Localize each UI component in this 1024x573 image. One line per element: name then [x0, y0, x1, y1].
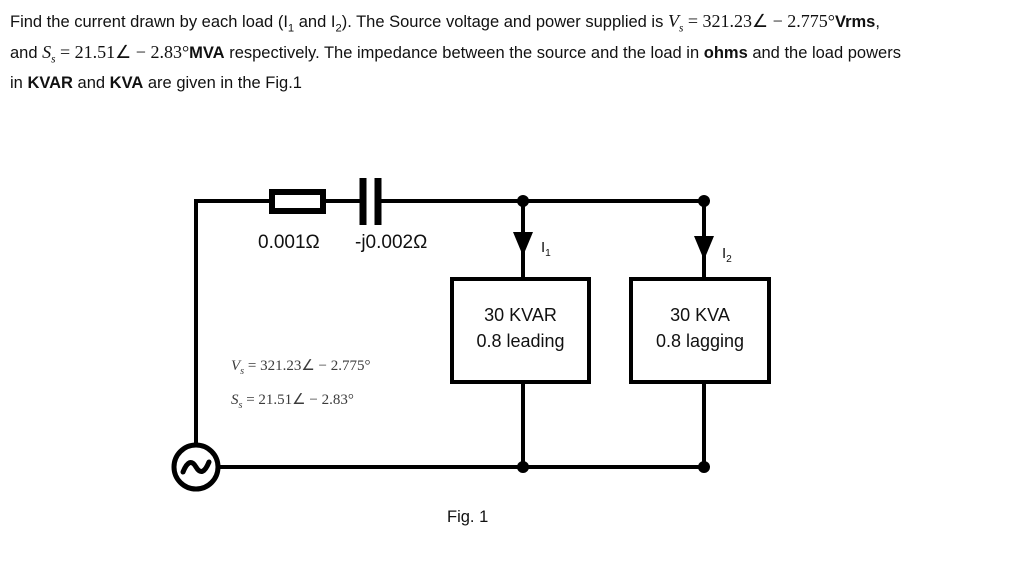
problem-line-3-b: and the load powers in — [10, 44, 901, 92]
load-box-1 — [450, 277, 591, 384]
kvar-unit: KVAR — [27, 74, 73, 92]
load-2-text: 30 KVA 0.8 lagging — [631, 302, 769, 354]
node-dot-bottom-2 — [698, 461, 710, 473]
current-2-subscript: 2 — [335, 22, 342, 35]
vs-symbol: V — [667, 11, 679, 31]
current-arrow-1 — [513, 205, 533, 256]
load-2-powerfactor: 0.8 lagging — [655, 331, 745, 351]
ohms-unit: ohms — [703, 44, 748, 62]
problem-line-1: Find the current drawn by each load (I1 … — [10, 11, 703, 35]
problem-text-b: and I — [294, 13, 336, 31]
vrms-unit: Vrms — [834, 13, 876, 31]
resistor-label: 0.001Ω — [258, 232, 320, 253]
current-1-label-subscript: 1 — [545, 248, 551, 259]
source-vs-symbol: V — [231, 358, 241, 374]
node-dot-bottom-1 — [517, 461, 529, 473]
problem-statement: Find the current drawn by each load (I1 … — [10, 6, 908, 98]
problem-line-3-a: source and the load in — [536, 44, 704, 62]
load-1-text: 30 KVAR 0.8 leading — [452, 302, 589, 354]
resistor-symbol — [269, 189, 326, 214]
problem-text-a: Find the current drawn by each load (I — [10, 13, 288, 31]
current-1-symbol: I — [541, 239, 546, 256]
current-2-label: I2 — [722, 245, 732, 265]
current-1-label: I1 — [541, 239, 551, 259]
source-vs-subscript: s — [240, 366, 245, 377]
source-vs-value: = 321.23∠ − 2.775° — [244, 358, 371, 374]
problem-line-3-d: are given in the Fig.1 — [143, 74, 302, 92]
capacitor-label: -j0.002Ω — [355, 232, 428, 253]
current-2-label-subscript: 2 — [726, 254, 732, 265]
node-dot-top-1 — [517, 195, 529, 207]
vs-subscript: s — [678, 22, 684, 35]
source-ss-subscript: s — [238, 400, 243, 411]
circuit-schematic — [171, 178, 771, 492]
load-2-rating: 30 KVA — [670, 305, 730, 325]
ss-subscript: s — [51, 53, 56, 66]
ss-equals: = — [55, 42, 75, 62]
load-box-2 — [629, 277, 771, 384]
vs-value: 321.23∠ − 2.775° — [702, 11, 835, 31]
node-dot-top-2 — [698, 195, 710, 207]
kva-unit: KVA — [109, 74, 144, 92]
ss-symbol: S — [42, 42, 52, 62]
problem-line-2-tail: respectively. The impedance between the — [224, 44, 533, 62]
current-1-subscript: 1 — [287, 22, 295, 35]
figure-caption: Fig. 1 — [447, 508, 489, 526]
source-voltage-annotation: Vs = 321.23∠ − 2.775° — [231, 356, 371, 377]
source-power-annotation: Ss = 21.51∠ − 2.83° — [231, 390, 354, 411]
problem-and: , and — [10, 13, 880, 62]
mva-unit: MVA — [189, 44, 225, 62]
source-ss-symbol: S — [231, 392, 239, 408]
ac-source-sine-icon — [180, 459, 212, 475]
load-1-rating: 30 KVAR — [484, 305, 557, 325]
problem-line-3-c: and — [72, 74, 110, 92]
load-1-powerfactor: 0.8 leading — [476, 331, 565, 351]
circuit-figure: 0.001Ω -j0.002Ω I1 I2 30 KVAR 0.8 leadin… — [0, 140, 1024, 573]
vs-equals: = — [683, 11, 703, 31]
current-arrow-2 — [694, 205, 714, 260]
source-ss-value: = 21.51∠ − 2.83° — [242, 392, 354, 408]
problem-text-c: ). The Source voltage and power supplied… — [341, 13, 668, 31]
ss-value: 21.51∠ − 2.83° — [74, 42, 190, 62]
current-2-symbol: I — [722, 245, 727, 262]
